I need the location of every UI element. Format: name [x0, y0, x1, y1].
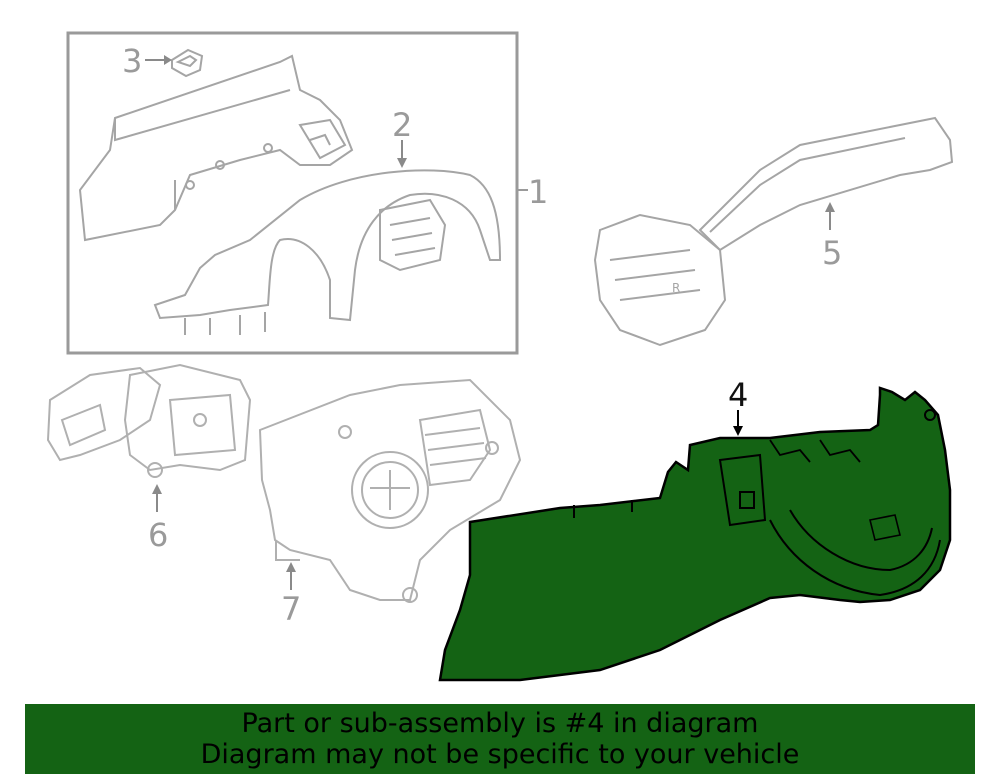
part-1-upper-cover[interactable] — [78, 54, 354, 242]
svg-text:R: R — [672, 281, 680, 295]
callout-2: 2 — [392, 106, 412, 144]
assembly-box-1 — [66, 31, 519, 355]
part-7-column-module[interactable] — [258, 378, 522, 603]
part-3-clip[interactable] — [145, 48, 204, 78]
banner-line-1: Part or sub-assembly is #4 in diagram — [241, 708, 759, 739]
callout-7: 7 — [281, 590, 301, 628]
callout-5: 5 — [822, 234, 842, 272]
callout-3: 3 — [122, 42, 142, 80]
callout-4: 4 — [728, 376, 748, 414]
part-5-wiper-switch[interactable]: R — [593, 116, 954, 347]
banner-line-2: Diagram may not be specific to your vehi… — [200, 739, 800, 770]
part-6-turn-signal-switch[interactable] — [46, 363, 252, 512]
callout-6: 6 — [148, 516, 168, 554]
callout-1: 1 — [528, 173, 548, 211]
part-2-lower-shroud[interactable] — [153, 140, 502, 335]
parts-diagram: R — [46, 31, 954, 682]
info-banner: Part or sub-assembly is #4 in diagram Di… — [25, 704, 975, 774]
part-4-lower-trim-panel[interactable] — [438, 386, 952, 682]
